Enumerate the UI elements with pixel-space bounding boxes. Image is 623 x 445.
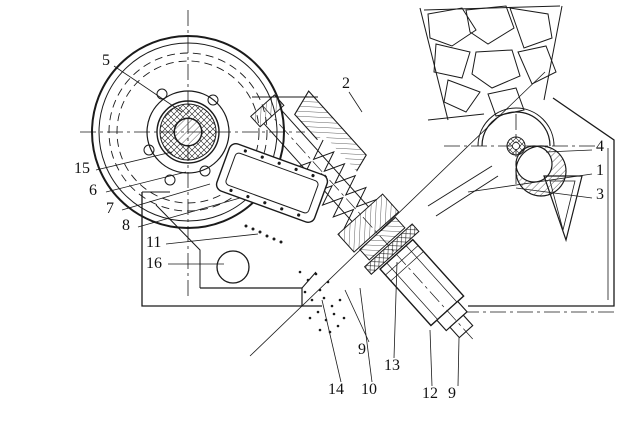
- callout-label-7: 7: [106, 200, 114, 217]
- crushed-material: [419, 5, 563, 121]
- rivet-dots: [244, 224, 283, 244]
- callout-label-14: 14: [328, 381, 344, 398]
- bolt-hole: [207, 94, 219, 106]
- section-line: [249, 71, 546, 357]
- callout-label-6: 6: [89, 182, 97, 199]
- callout-label-8: 8: [122, 217, 130, 234]
- callout-label-2: 2: [342, 75, 350, 92]
- leader-line-15: [95, 151, 173, 171]
- callout-label-4: 4: [596, 138, 604, 155]
- leader-line-7: [121, 183, 211, 211]
- leader-line-14: [321, 299, 342, 383]
- callout-label-5: 5: [102, 52, 110, 69]
- flywheel-rim: [91, 35, 285, 229]
- callout-label-15: 15: [74, 160, 90, 177]
- shaft-center-line: [262, 105, 475, 341]
- callout-label-16: 16: [146, 255, 162, 272]
- leader-line-4: [545, 149, 593, 153]
- callout-label-13: 13: [384, 357, 400, 374]
- leader-line-6: [105, 171, 187, 193]
- leader-line-3: [515, 187, 593, 199]
- leader-line-2: [348, 91, 363, 113]
- hub-flange: [146, 90, 230, 174]
- callout-label-12: 12: [422, 385, 438, 402]
- leader-line-8: [137, 197, 241, 228]
- leader-line-11: [165, 233, 259, 245]
- callout-label-9a: 9: [358, 341, 366, 358]
- eccentric-block: [215, 142, 329, 224]
- leader-lines: [95, 65, 593, 387]
- leader-line-9a: [344, 289, 370, 343]
- shaft-core: [174, 118, 202, 146]
- gear-teeth: [312, 139, 377, 208]
- block-bolts: [229, 149, 315, 217]
- drive-shaft-assembly: [250, 90, 475, 341]
- callout-label-9b: 9: [448, 385, 456, 402]
- machine-stand: [141, 191, 322, 307]
- callout-label-3: 3: [596, 186, 604, 203]
- bolt-hole: [143, 144, 155, 156]
- frame-bracket: [543, 175, 583, 243]
- flywheel: [91, 35, 285, 229]
- callout-label-1: 1: [596, 162, 604, 179]
- bolt-hole: [156, 88, 168, 100]
- leader-line-5: [113, 65, 183, 113]
- stipple-dots: [298, 270, 346, 334]
- leader-line-1: [467, 173, 593, 193]
- callout-label-11: 11: [146, 234, 162, 251]
- bolt-hole: [164, 174, 176, 186]
- leader-line-10: [359, 287, 373, 383]
- machine-frame: [252, 96, 615, 307]
- leader-line-13: [393, 261, 398, 359]
- bolt-hole: [199, 165, 211, 177]
- callout-label-10: 10: [361, 381, 377, 398]
- leader-line-12: [429, 329, 433, 387]
- stand-hole: [216, 250, 250, 284]
- leader-line-9b: [457, 337, 460, 387]
